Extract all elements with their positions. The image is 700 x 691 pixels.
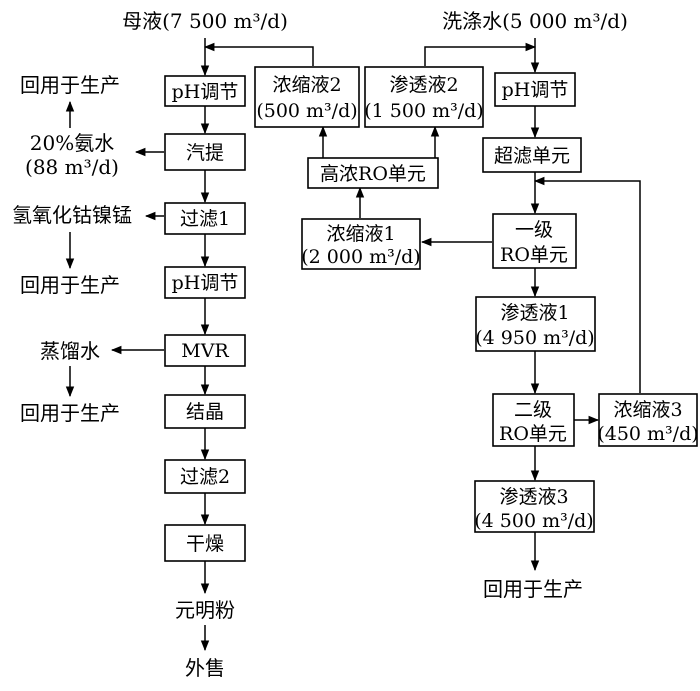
box-permeate-1: 渗透液1 (4 950 m³/d)	[475, 296, 596, 352]
arrow-permeate2-to-wash	[424, 42, 537, 66]
permeate-3-line2: (4 500 m³/d)	[474, 510, 593, 532]
ro-2-line2: RO单元	[499, 423, 567, 445]
box-crystallization-label: 结晶	[186, 401, 224, 423]
arrow-concentrate2-to-mother	[203, 42, 314, 66]
concentrate-1-line1: 浓缩液1	[326, 223, 395, 245]
concentrate-2-line1: 浓缩液2	[272, 74, 341, 96]
reuse-label-2: 回用于生产	[20, 273, 120, 297]
box-ultrafiltration: 超滤单元	[482, 137, 582, 173]
box-permeate-3: 渗透液3 (4 500 m³/d)	[474, 480, 595, 533]
box-ph-adjust-right: pH调节	[494, 72, 576, 107]
mother-liquor-label: 母液(7 500 m³/d)	[122, 9, 288, 33]
concentrate-1-line2: (2 000 m³/d)	[301, 246, 420, 268]
ph-adjust-right-label: pH调节	[502, 79, 569, 101]
reuse-label-3: 回用于生产	[20, 401, 120, 425]
high-conc-ro-label: 高浓RO单元	[320, 163, 426, 185]
arrow-concentrate3-recycle	[533, 176, 641, 393]
box-stripping: 汽提	[164, 133, 246, 171]
reuse-label-right: 回用于生产	[483, 577, 583, 601]
box-ph-adjust-1: pH调节	[164, 75, 246, 107]
ro-2-line1: 二级	[514, 399, 552, 421]
concentrate-2-line2: (500 m³/d)	[256, 100, 357, 122]
connectors	[65, 38, 641, 652]
box-crystallization: 结晶	[164, 394, 246, 429]
box-drying-label: 干燥	[186, 533, 224, 555]
box-ro-2: 二级 RO单元	[492, 393, 575, 447]
permeate-1-line2: (4 950 m³/d)	[475, 327, 594, 349]
box-concentrate-2: 浓缩液2 (500 m³/d)	[254, 66, 360, 128]
permeate-3-line1: 渗透液3	[499, 486, 568, 508]
ammonia-water-label: 20%氨水	[30, 131, 114, 155]
distilled-water-label: 蒸馏水	[40, 339, 100, 363]
concentrate-3-line2: (450 m³/d)	[597, 423, 698, 445]
box-ph-adjust-2-label: pH调节	[172, 272, 239, 294]
sale-label: 外售	[185, 656, 225, 680]
ultrafiltration-label: 超滤单元	[494, 145, 570, 167]
box-filter-2: 过滤2	[164, 459, 246, 494]
box-filter-1-label: 过滤1	[180, 208, 230, 230]
box-permeate-2: 渗透液2 (1 500 m³/d)	[364, 66, 484, 128]
ro-1-line1: 一级	[515, 219, 553, 241]
hydroxide-label: 氢氧化钴镍锰	[12, 203, 132, 227]
ammonia-flow-label: (88 m³/d)	[25, 155, 119, 179]
box-high-conc-ro: 高浓RO单元	[307, 157, 439, 189]
box-concentrate-1: 浓缩液1 (2 000 m³/d)	[301, 218, 421, 270]
wash-water-label: 洗涤水(5 000 m³/d)	[442, 9, 628, 33]
box-ph-adjust-1-label: pH调节	[172, 81, 239, 103]
box-mvr: MVR	[164, 334, 246, 367]
permeate-2-line1: 渗透液2	[389, 74, 458, 96]
box-ph-adjust-2: pH调节	[164, 266, 246, 299]
box-mvr-label: MVR	[181, 340, 229, 362]
concentrate-3-line1: 浓缩液3	[613, 399, 682, 421]
sodium-sulfate-label: 元明粉	[175, 598, 235, 622]
permeate-2-line2: (1 500 m³/d)	[364, 100, 483, 122]
box-filter-2-label: 过滤2	[180, 466, 230, 488]
box-ro-1: 一级 RO单元	[492, 213, 577, 269]
box-stripping-label: 汽提	[186, 142, 224, 164]
box-filter-1: 过滤1	[164, 202, 246, 235]
reuse-label-1: 回用于生产	[20, 73, 120, 97]
box-concentrate-3: 浓缩液3 (450 m³/d)	[597, 393, 699, 447]
permeate-1-line1: 渗透液1	[500, 302, 569, 324]
box-drying: 干燥	[164, 524, 246, 562]
ro-1-line2: RO单元	[500, 244, 568, 266]
